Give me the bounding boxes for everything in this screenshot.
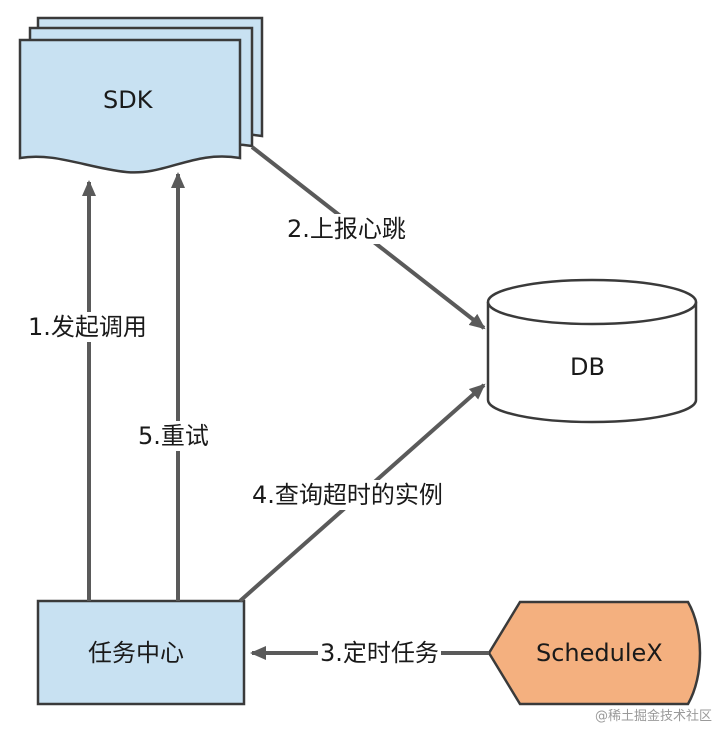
db-cylinder-top — [486, 278, 698, 326]
db-node — [486, 278, 698, 424]
query-timeout-edge-label: 4.查询超时的实例 — [250, 480, 445, 510]
heartbeat-edge-label: 2.上报心跳 — [285, 214, 408, 244]
sdk-label: SDK — [103, 86, 153, 114]
schedulex-node — [487, 600, 702, 706]
retry-edge-label: 5.重试 — [136, 421, 211, 451]
db-label: DB — [570, 353, 605, 381]
task-center-label: 任务中心 — [88, 639, 184, 667]
task-center-node — [36, 599, 246, 706]
db-cylinder-body — [486, 302, 698, 424]
sdk-node — [18, 16, 264, 174]
invoke-edge-label: 1.发起调用 — [26, 312, 149, 342]
sdk-doc-front — [18, 38, 242, 174]
watermark: @稀土掘金技术社区 — [594, 709, 712, 724]
schedulex-label: ScheduleX — [536, 639, 663, 667]
scheduled-task-edge-label: 3.定时任务 — [318, 638, 441, 668]
